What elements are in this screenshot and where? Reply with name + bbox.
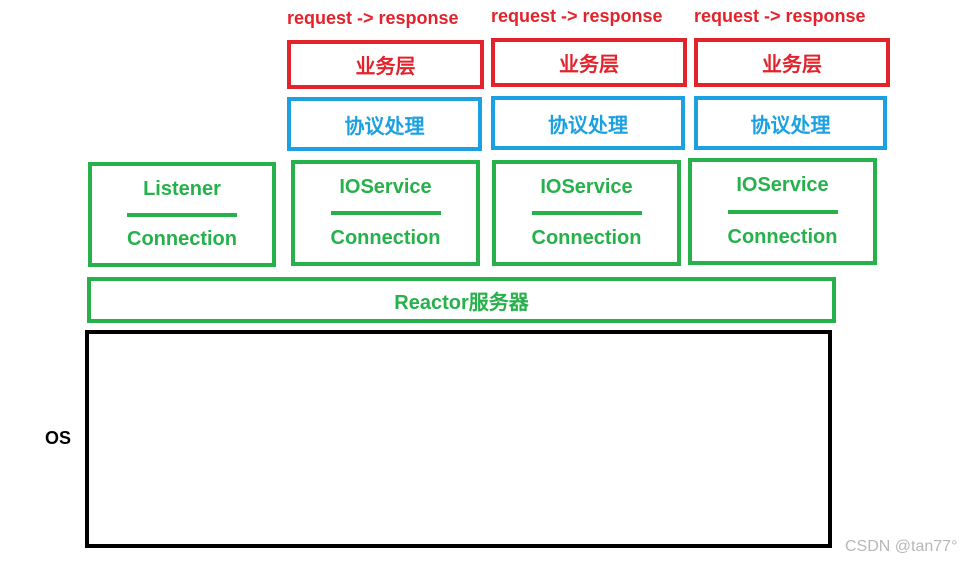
business-layer-label: 业务层 bbox=[762, 54, 822, 76]
business-layer-box-2: 业务层 bbox=[491, 38, 687, 87]
business-layer-label: 业务层 bbox=[355, 56, 416, 78]
protocol-box-1: 协议处理 bbox=[287, 97, 482, 151]
flow-label-1: request -> response bbox=[287, 8, 459, 28]
reactor-server-box: Reactor服务器 bbox=[87, 277, 836, 323]
ioservice-box-2: IOService Connection bbox=[492, 160, 681, 266]
watermark: CSDN @tan77° bbox=[845, 538, 958, 555]
protocol-label: 协议处理 bbox=[344, 115, 425, 138]
protocol-box-3: 协议处理 bbox=[694, 96, 887, 150]
listener-label: Listener bbox=[143, 177, 221, 200]
business-layer-box-1: 业务层 bbox=[287, 40, 484, 89]
protocol-label: 协议处理 bbox=[750, 114, 831, 137]
ioservice-label: IOService bbox=[540, 176, 633, 198]
flow-label-3: request -> response bbox=[694, 6, 866, 26]
connection-label: Connection bbox=[330, 211, 441, 262]
reactor-server-label: Reactor服务器 bbox=[394, 291, 529, 314]
os-label: OS bbox=[45, 428, 72, 448]
ioservice-label: IOService bbox=[736, 174, 829, 197]
protocol-box-2: 协议处理 bbox=[491, 96, 685, 150]
ioservice-box-1: IOService Connection bbox=[291, 160, 480, 266]
listener-connection-label: Connection bbox=[127, 212, 237, 264]
connection-label: Connection bbox=[727, 209, 838, 262]
ioservice-box-3: IOService Connection bbox=[688, 158, 877, 265]
os-box bbox=[85, 330, 832, 548]
business-layer-label: 业务层 bbox=[559, 54, 619, 76]
protocol-label: 协议处理 bbox=[548, 114, 628, 137]
business-layer-box-3: 业务层 bbox=[694, 38, 890, 87]
listener-connection-box: Listener Connection bbox=[88, 162, 276, 267]
flow-label-2: request -> response bbox=[491, 6, 663, 26]
ioservice-label: IOService bbox=[339, 176, 432, 198]
connection-label: Connection bbox=[531, 211, 642, 262]
